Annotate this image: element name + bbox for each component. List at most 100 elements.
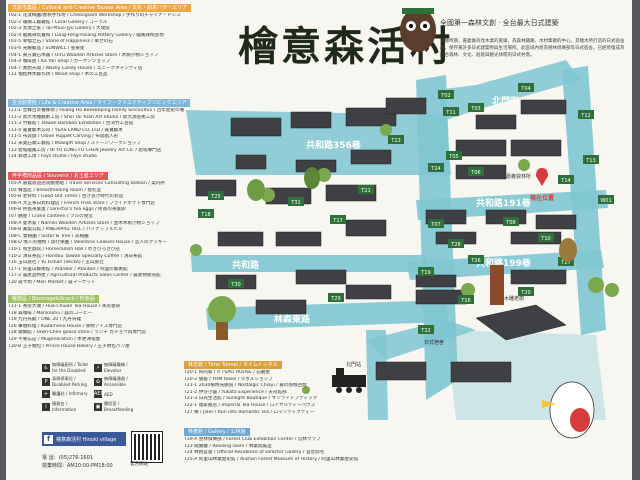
- building-roof: [510, 269, 567, 285]
- building-pin: [598, 195, 614, 204]
- legend-row: T23 閱覽樓 / Reading room / 林業閲覧室: [184, 443, 272, 449]
- street-label-beimen: 北門街: [492, 95, 519, 107]
- legend-header: 文創市集區 / Cultural and Creative Bazaar Are…: [8, 4, 191, 12]
- building-pin-label: T18: [200, 212, 210, 218]
- legend-row: T21-2 伊莎小舖 / Yukata Experience / 夫司館部: [184, 389, 287, 395]
- legend-life-creative: 生活創意館 / Life & Creative Area / ライフ・クリエイテ…: [8, 99, 191, 161]
- facility-icon: P: [42, 377, 50, 386]
- caption-east: 日式宿舍: [424, 339, 444, 346]
- facebook-badge: f 檜意森活村 Hinoki village: [42, 432, 126, 446]
- building-pin-label: T04: [520, 86, 530, 92]
- building-pin-label: T31: [290, 200, 300, 206]
- building-pin: [458, 295, 474, 304]
- building-pin: [448, 239, 464, 248]
- legend-row: T02-5 幸福之石 / Stone of Happiness / 幸せの石: [8, 39, 113, 45]
- facility-label: 無障礙廁所 / Toilet for the Disabled: [52, 362, 88, 373]
- legend-row: T02-2 珊瑚工藝藏館 / Coral Gallery / コーラル: [8, 19, 108, 25]
- village-map: 共和路356巷 北門街 共和路191巷 共和路 共和路199巷 林森東路: [186, 8, 619, 439]
- building-pin-label: T14: [560, 178, 570, 184]
- building-pin: [538, 233, 554, 242]
- legend-row: T14 菲達工坊 / Fays studio / Fays studio: [8, 154, 97, 160]
- legend-row: T08-B 鳳梨公館 / PINEAPPLE HILL / パイナップルヒル: [8, 227, 123, 233]
- building-pin-label: T23: [390, 138, 400, 144]
- facility-item: ▣餵奶室 / Breastfeeding: [94, 401, 142, 412]
- bird-mascot-icon: [542, 381, 595, 439]
- facility-icon: ▣: [94, 402, 102, 411]
- facility-label: 無障礙通道 / Accessible: [104, 376, 128, 387]
- legend-row: T13 碧瑤龍鳳工房 / BI YU LONG FU CHEN Jewelry …: [8, 147, 162, 153]
- legend-row: T11-5 布袋戲 / Glove Puppet Carving / 布袋戲人形: [8, 134, 119, 140]
- facility-icon: ⚡: [94, 363, 102, 372]
- legend-row: T03-6 光耀藝品 / SUNWILL / 聖東星: [8, 45, 85, 51]
- road-gonghe199: [406, 250, 604, 280]
- building-roof: [350, 149, 392, 165]
- legend-row: T02-1 花漾梅園/春秋手作坊 / Cheongsam Workshop / …: [8, 13, 181, 18]
- legend-row: T10-1 和生戲院 / Horseradish Hall / わさびろさび店: [8, 246, 121, 252]
- building-pin: [288, 197, 304, 206]
- legend-row: T04-7 異想天開 / Wacky Candy House / ユニークキャン…: [8, 65, 143, 71]
- legend-row: T08-D 情人的禮物 / 旅行果園 / Valentine Cookies H…: [8, 240, 167, 246]
- building-pin-label: T07: [430, 222, 440, 228]
- legend-row: T19-A 營林俱樂部 / Forest Club Exhibition Cen…: [184, 437, 321, 442]
- tree: [605, 283, 619, 297]
- slogan: 全國第一森林文創 · 全台最大日式建築: [440, 19, 559, 27]
- building-pin: [518, 83, 534, 92]
- facility-icon: +: [42, 390, 50, 398]
- legend-row: T06-B 所長茶葉蛋 / Director's tea eggs / 所長の茶…: [8, 207, 126, 213]
- road-diagonal: [366, 320, 476, 360]
- current-location-label: 現在位置: [530, 194, 554, 202]
- building-pin-label: T26: [470, 258, 480, 264]
- street-label-gonghe: 共和路: [232, 259, 260, 271]
- cypress-mascot-icon: [247, 167, 577, 262]
- facility-label: 服務台 / Information: [52, 401, 77, 412]
- building-pin: [388, 135, 404, 144]
- intro-text: 日據時期，嘉義做為伐木業的重鎮，為森林鐵路、木材集散的中心。其檜木所打造的日式宿…: [440, 39, 625, 58]
- facility-label: 身障停車位 / Disabled Parking: [52, 376, 88, 387]
- facility-item: +醫護站 / Infirmary: [42, 390, 90, 398]
- building-roof: [255, 299, 307, 315]
- building-pin: [503, 217, 519, 226]
- legend-row: T06-A 大正茶日式料理店 / French Fries store / フラ…: [8, 200, 155, 206]
- building-roof: [510, 139, 562, 157]
- legend-row: T11-1 茶房大湖 / Hua-Chiuan Tea House / 茶房香泉: [8, 304, 121, 309]
- legend-row: T05-A 嘉義旅遊諮詢服務站 / Travel Services Consul…: [8, 181, 166, 186]
- legend-beverage: 餐飲區 / Beverage&Snack / 料食品 T11-1 茶房大湖 / …: [8, 295, 184, 350]
- facility-icon: ♿: [42, 363, 50, 372]
- building-pin-label: T13: [585, 158, 595, 164]
- building-pin-label: T06: [470, 170, 480, 176]
- caption-gallery: 嘉義營林所: [506, 173, 531, 180]
- caption-tree: 木雕老樹: [504, 295, 524, 302]
- legend-row: T11-3 竹藝館 / Taiwan Bamboo Exhibition / 台…: [8, 121, 134, 127]
- tree: [380, 124, 392, 136]
- legend-row: T26 筆朋料理 / Kudamono House / 果物アイス専門店: [8, 323, 123, 329]
- building-roof: [475, 304, 567, 341]
- building-pin: [418, 267, 434, 276]
- building-pin-label: T29: [330, 296, 340, 302]
- caption-station: 北門站: [346, 361, 361, 368]
- legend-header: 餐飲區 / Beverage&Snack / 料食品: [8, 295, 99, 303]
- building-roof: [290, 111, 332, 129]
- building-pin: [518, 287, 534, 296]
- legend-row: T16 玉山旅社 / Yu Fishan (Vecko) / 玉山旅社: [8, 260, 104, 266]
- legend-row: T17-2 農產品特產 / Agricultural Products Sale…: [8, 273, 161, 279]
- street-label-gonghe356: 共和路356巷: [306, 139, 362, 151]
- building-pin-label: T22: [420, 328, 430, 334]
- building-pin: [438, 90, 454, 99]
- building-roof: [475, 114, 517, 130]
- street-label-gonghe191: 共和路191巷: [476, 197, 532, 209]
- building-roof: [415, 274, 457, 288]
- legend-row: T02-4 龍鳳祥玩賞陶 / Lung-Feng-Hsiang Pottery …: [8, 32, 164, 38]
- current-location-marker: [536, 168, 548, 186]
- building-pin: [328, 293, 344, 302]
- contact-hours: 營業時間：AM10:00-PM18:00: [42, 463, 113, 469]
- legend-row: T12 米奧石頭工藝館 / Miaogift Shop / ストーンワークショッ…: [8, 140, 141, 146]
- building-pin: [428, 163, 444, 172]
- legend-row: T10-2 鴻日茶館 / Hondou Taiwan Specialty Cof…: [8, 253, 143, 259]
- building-roof: [230, 117, 282, 137]
- facebook-label: 檜意森活村 Hinoki village: [56, 436, 117, 443]
- building-pin-label: T03: [470, 106, 480, 112]
- tree: [461, 283, 475, 297]
